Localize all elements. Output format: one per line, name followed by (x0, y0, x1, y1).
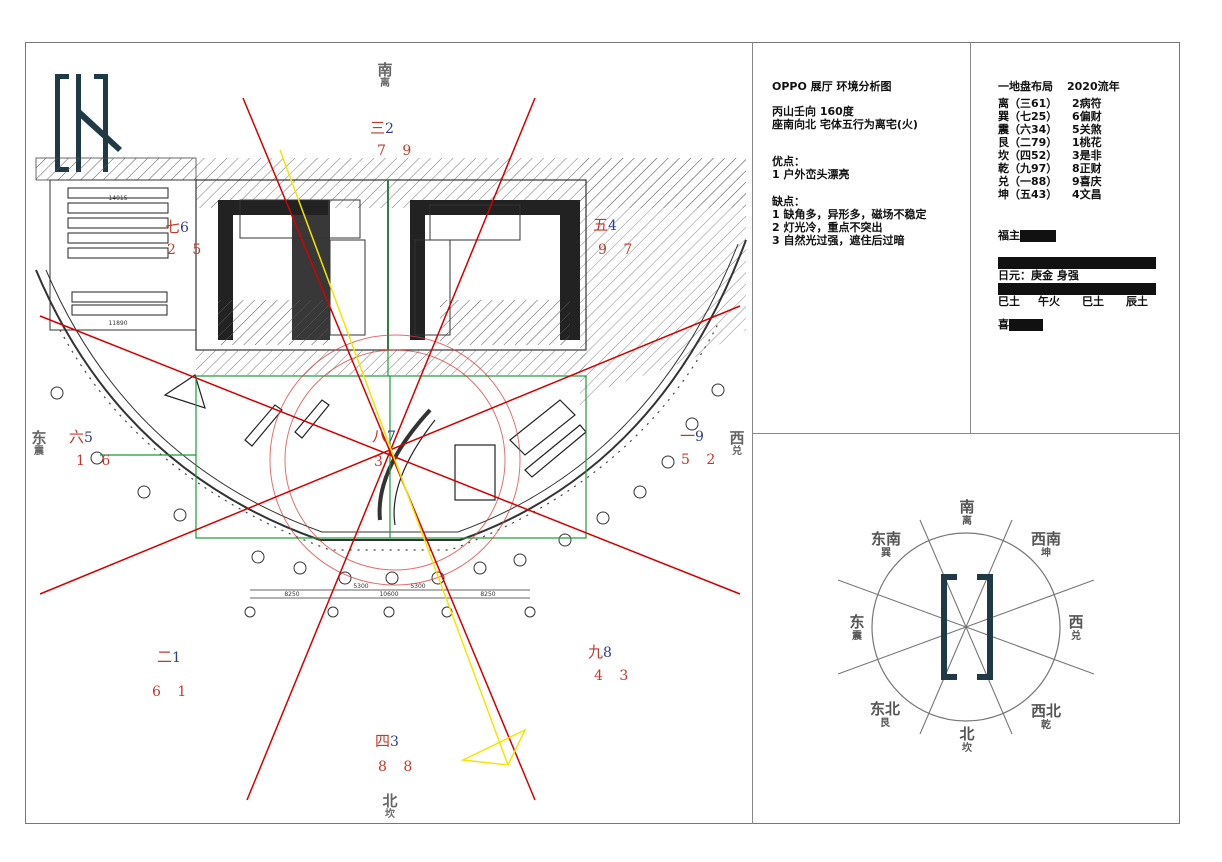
layout-row: 艮（二79）1桃花 (998, 136, 1102, 149)
layout-row: 乾（九97）8正财 (998, 162, 1102, 175)
star-east: 六5 (69, 428, 93, 446)
floor-plan: 14015 11890 8250 5300 10600 5300 8250 (35, 74, 747, 801)
heading-annual: 2020流年 (1067, 80, 1120, 93)
star-south: 三2 (370, 119, 394, 137)
star-southwest-pair: 9 7 (598, 242, 639, 258)
star-southwest: 五4 (593, 216, 617, 234)
layout-row: 离（三61）2病符 (998, 97, 1102, 110)
redaction-bar (1020, 230, 1056, 242)
compass-south: 南离 (959, 498, 975, 528)
compass-logo (941, 574, 993, 680)
star-center-pair: 3 (374, 454, 389, 470)
cons-heading: 缺点： (772, 195, 805, 208)
star-northwest: 九8 (588, 643, 612, 661)
star-north: 四3 (375, 732, 399, 750)
star-east-pair: 1 6 (76, 453, 117, 469)
star-south-pair: 7 9 (377, 143, 418, 159)
compass-west: 西兑 (1068, 613, 1084, 643)
svg-text:5300: 5300 (353, 583, 368, 590)
svg-text:8250: 8250 (284, 591, 299, 598)
direction-south-sub: 离 (380, 78, 390, 89)
pros-heading: 优点： (772, 155, 805, 168)
star-west: 一9 (680, 427, 704, 445)
direction-north: 北 坎 (378, 793, 402, 820)
cons-item-2: 2 灯光冷，重点不突出 (772, 221, 883, 234)
compass-southeast: 东南巽 (870, 530, 901, 560)
heading-layout: 一地盘布局 (998, 80, 1053, 93)
direction-south-main: 南 (377, 61, 393, 79)
svg-text:10600: 10600 (379, 591, 398, 598)
compass-northwest: 西北乾 (1030, 702, 1061, 732)
direction-east-sub: 震 (34, 446, 44, 457)
redaction-bar (998, 282, 1176, 295)
cons-item-3: 3 自然光过强，遮住后过暗 (772, 234, 905, 247)
svg-text:8250: 8250 (480, 591, 495, 598)
analysis-line1: 丙山壬向 160度 (772, 105, 854, 118)
likes-label: 喜 (998, 318, 1009, 331)
analysis-line2: 座南向北 宅体五行为离宅(火) (772, 118, 918, 131)
layout-row: 兑（一88）9喜庆 (998, 175, 1102, 188)
pillars-row: 巳土午火巳土辰土 (998, 295, 1148, 308)
layout-row: 坎（四52）3是非 (998, 149, 1102, 162)
redaction-bar (1009, 319, 1043, 331)
direction-west-sub: 兑 (732, 446, 742, 457)
likes-line: 喜 (998, 318, 1176, 331)
analysis-title: OPPO 展厅 环境分析图 (772, 80, 892, 93)
direction-east: 东 震 (27, 430, 51, 457)
star-west-pair: 5 2 (681, 452, 722, 468)
analysis-panel: OPPO 展厅 环境分析图 丙山壬向 160度 座南向北 宅体五行为离宅(火) … (772, 80, 964, 247)
star-northeast-pair: 6 1 (152, 684, 193, 700)
owner-line: 福主 (998, 229, 1176, 242)
direction-west-main: 西 (729, 429, 745, 447)
star-center: 八7 (372, 427, 396, 445)
svg-text:11890: 11890 (108, 320, 127, 327)
svg-text:5300: 5300 (410, 583, 425, 590)
direction-north-main: 北 (382, 792, 398, 810)
layout-row: 坤（五43）4文昌 (998, 188, 1102, 201)
direction-north-sub: 坎 (385, 809, 395, 820)
star-southeast-pair: 2 5 (167, 242, 208, 258)
direction-east-main: 东 (31, 429, 47, 447)
layout-row: 震（六34）5关煞 (998, 123, 1102, 136)
compass-southwest: 西南坤 (1030, 530, 1061, 560)
layout-headings: 一地盘布局 2020流年 (998, 80, 1176, 93)
star-northeast: 二1 (157, 648, 181, 666)
layout-panel: 一地盘布局 2020流年 离（三61）2病符 巽（七25）6偏财 震（六34）5关… (998, 80, 1176, 331)
star-southeast: 七6 (165, 218, 189, 236)
svg-text:14015: 14015 (108, 195, 127, 202)
info-divider (970, 42, 971, 433)
brand-logo (55, 74, 122, 172)
direction-south: 南 离 (373, 62, 397, 89)
owner-label: 福主 (998, 229, 1020, 242)
direction-west: 西 兑 (725, 430, 749, 457)
compass-diagram (837, 519, 1095, 735)
compass-divider (752, 433, 1180, 434)
layout-row: 巽（七25）6偏财 (998, 110, 1102, 123)
compass-east: 东震 (849, 613, 865, 643)
cons-item-1: 1 缺角多，异形多，磁场不稳定 (772, 208, 927, 221)
pros-item-1: 1 户外峦头漂亮 (772, 168, 850, 181)
star-northwest-pair: 4 3 (594, 668, 635, 684)
star-north-pair: 8 8 (378, 759, 419, 775)
day-master: 日元：庚金 身强 (998, 269, 1079, 282)
compass-northeast: 东北艮 (869, 700, 900, 730)
compass-north: 北坎 (959, 725, 975, 755)
redaction-bar (998, 256, 1176, 269)
